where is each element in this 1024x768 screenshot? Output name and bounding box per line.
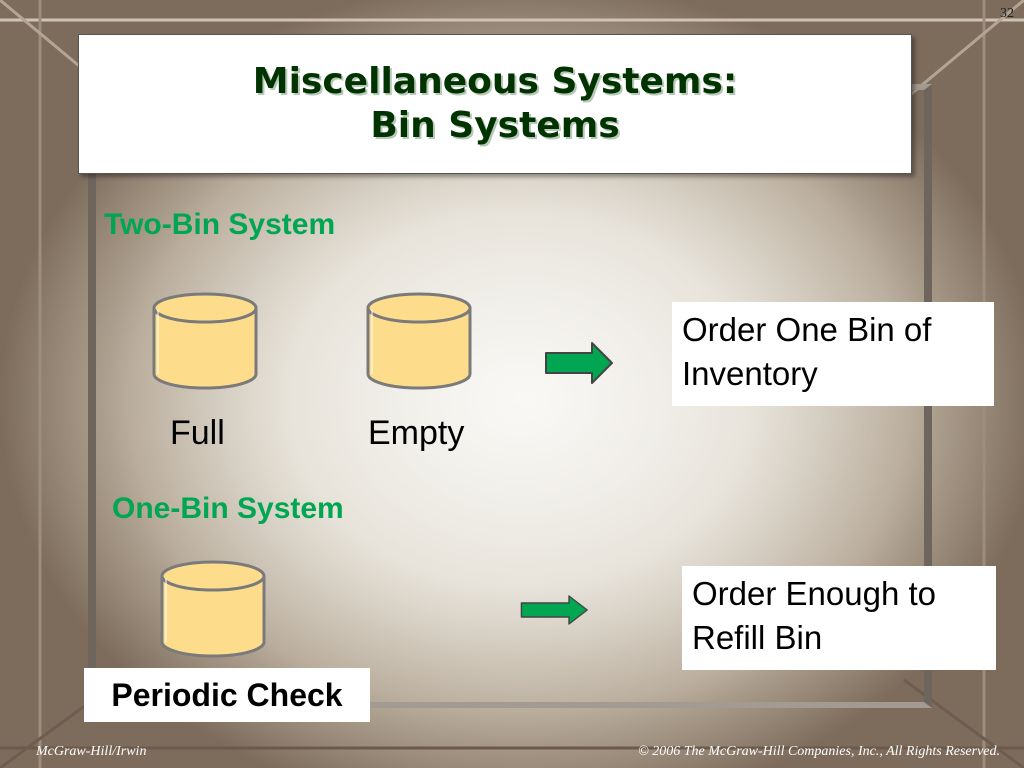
empty-bin-caption: Empty: [368, 414, 465, 452]
empty-bin-icon: [366, 292, 472, 390]
title-line-2: Bin Systems: [370, 105, 620, 146]
order-one-bin-box: Order One Bin of Inventory: [672, 302, 994, 406]
one-bin-label: One-Bin System: [112, 492, 344, 525]
single-bin-icon: [160, 560, 266, 658]
arrow-right-icon: [545, 342, 613, 384]
footer-copyright: © 2006 The McGraw-Hill Companies, Inc., …: [638, 744, 1000, 759]
periodic-check-box: Periodic Check: [84, 668, 370, 722]
title-box: Miscellaneous Systems: Bin Systems: [78, 34, 912, 174]
order-refill-line-1: Order Enough to: [692, 575, 936, 612]
order-refill-line-2: Refill Bin: [692, 619, 823, 656]
order-one-bin-line-1: Order One Bin of: [682, 311, 932, 348]
full-bin-icon: [152, 292, 258, 390]
full-bin-caption: Full: [170, 414, 225, 452]
slide-number: 32: [1000, 6, 1014, 21]
footer-publisher: McGraw-Hill/Irwin: [36, 744, 147, 759]
order-one-bin-line-2: Inventory: [682, 355, 818, 392]
order-refill-box: Order Enough to Refill Bin: [682, 566, 996, 670]
title-line-1: Miscellaneous Systems:: [252, 61, 738, 102]
two-bin-label: Two-Bin System: [104, 208, 336, 241]
arrow-right-icon: [520, 595, 588, 625]
